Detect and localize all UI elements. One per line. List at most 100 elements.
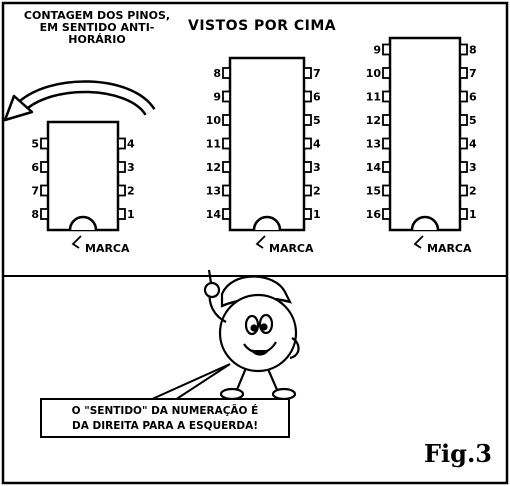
pin-number-left: 8 xyxy=(213,67,221,80)
pin-number-right: 2 xyxy=(313,185,321,198)
pin-left xyxy=(382,114,391,126)
pin-number-right: 5 xyxy=(313,114,321,127)
pin-number-right: 1 xyxy=(469,208,477,221)
pin-left xyxy=(382,43,391,56)
pin-right xyxy=(459,114,468,126)
pin-number-left: 11 xyxy=(366,91,381,104)
pin-number-left: 13 xyxy=(206,185,221,198)
chip-body xyxy=(388,36,462,232)
pin-number-left: 6 xyxy=(31,161,39,174)
pin-right xyxy=(459,184,468,197)
pin-left xyxy=(222,208,231,220)
pin-number-right: 6 xyxy=(469,91,477,104)
pin-right xyxy=(303,114,312,126)
pin-right xyxy=(459,43,468,56)
pin-right xyxy=(303,67,312,79)
chip-notch xyxy=(68,215,98,231)
pin-right xyxy=(117,184,126,197)
pin-left xyxy=(40,208,49,220)
pin-number-right: 4 xyxy=(469,138,477,151)
pin-number-right: 1 xyxy=(313,208,321,221)
pin-number-left: 14 xyxy=(206,208,222,221)
pin-number-left: 9 xyxy=(373,44,381,57)
mascot-character xyxy=(203,269,300,401)
pin-left xyxy=(382,161,391,173)
pin-right xyxy=(303,184,312,197)
pin-right xyxy=(117,161,126,173)
chip-notch xyxy=(252,215,282,231)
pin-number-right: 2 xyxy=(127,185,135,198)
pin-number-right: 1 xyxy=(127,208,135,221)
pin-number-left: 9 xyxy=(213,91,221,104)
pin-number-right: 5 xyxy=(469,114,477,127)
pin-number-right: 4 xyxy=(313,138,321,151)
pin-right xyxy=(303,90,312,103)
speech-line-2: DA DIREITA PARA A ESQUERDA! xyxy=(72,420,258,432)
pin-number-left: 12 xyxy=(366,114,381,127)
chip-body xyxy=(228,56,306,232)
pin-number-left: 10 xyxy=(206,114,222,127)
pin-left xyxy=(40,137,49,150)
figure-label: Fig.3 xyxy=(424,439,492,468)
pin-right xyxy=(117,208,126,220)
pin-number-right: 6 xyxy=(313,91,321,104)
pin-right xyxy=(459,137,468,150)
counterclockwise-arrow xyxy=(3,80,156,122)
pin-left xyxy=(382,137,391,150)
pin-number-left: 5 xyxy=(31,138,39,151)
pin-number-right: 8 xyxy=(469,44,477,57)
pin-number-right: 7 xyxy=(469,67,477,80)
pin-left xyxy=(382,90,391,103)
pin-number-left: 11 xyxy=(206,138,221,151)
pin-right xyxy=(459,161,468,173)
pin-left xyxy=(382,67,391,79)
mark-pointer xyxy=(255,235,266,249)
pin-left xyxy=(222,161,231,173)
speech-bubble: O "SENTIDO" DA NUMERAÇÃO É DA DIREITA PA… xyxy=(40,398,290,438)
counting-note: CONTAGEM DOS PINOS, EM SENTIDO ANTI-HORÁ… xyxy=(23,9,171,46)
pin-number-right: 3 xyxy=(127,161,135,174)
view-title: VISTOS POR CIMA xyxy=(188,18,337,34)
pin-left xyxy=(382,208,391,220)
pin-right xyxy=(303,208,312,220)
pin-number-right: 2 xyxy=(469,185,477,198)
pin-right xyxy=(459,90,468,103)
pin-number-left: 16 xyxy=(366,208,382,221)
speech-line-1: O "SENTIDO" DA NUMERAÇÃO É xyxy=(71,405,259,417)
pin-number-left: 14 xyxy=(366,161,382,174)
pin-left xyxy=(40,161,49,173)
pin-left xyxy=(222,67,231,79)
pin-number-left: 12 xyxy=(206,161,221,174)
pin-number-right: 4 xyxy=(127,138,135,151)
pin-right xyxy=(303,161,312,173)
pin-number-left: 15 xyxy=(366,185,381,198)
pin-number-left: 7 xyxy=(31,185,39,198)
mark-label: MARCA xyxy=(427,242,472,255)
pin-left xyxy=(222,184,231,197)
pin-number-left: 10 xyxy=(366,67,382,80)
pin-number-right: 3 xyxy=(313,161,321,174)
pin-right xyxy=(459,208,468,220)
pin-left xyxy=(222,114,231,126)
pin-number-left: 13 xyxy=(366,138,381,151)
pin-left xyxy=(222,137,231,150)
mark-pointer xyxy=(71,235,82,249)
pin-right xyxy=(459,67,468,79)
mark-pointer xyxy=(413,235,424,249)
mark-label: MARCA xyxy=(85,242,130,255)
pin-left xyxy=(222,90,231,103)
pin-right xyxy=(303,137,312,150)
pin-left xyxy=(40,184,49,197)
speech-pointer xyxy=(149,363,231,401)
chip-notch xyxy=(410,215,440,231)
pin-right xyxy=(117,137,126,150)
pin-left xyxy=(382,184,391,197)
pin-number-right: 7 xyxy=(313,67,321,80)
